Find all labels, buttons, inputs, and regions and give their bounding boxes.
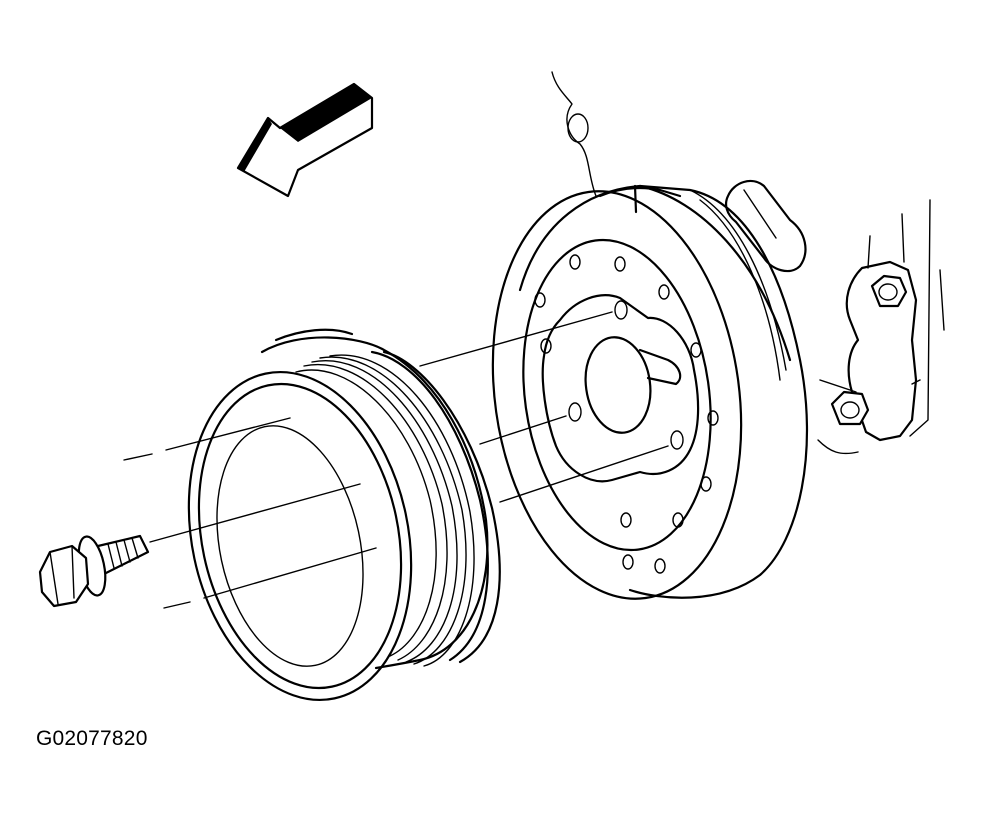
bracket-upper-bolt [870, 274, 908, 308]
bracket-lower-bolt [830, 390, 870, 426]
crankshaft-balancer [491, 184, 809, 600]
pulley-bolt [38, 534, 150, 608]
timing-cover-tab [725, 179, 807, 273]
assembly-lines [123, 311, 669, 609]
figure-id-label: G02077820 [36, 727, 148, 750]
leader-line [551, 71, 597, 197]
direction-arrow-icon [236, 82, 374, 198]
engine-front-bracket [817, 199, 945, 455]
leader-loop [567, 113, 589, 143]
crankshaft-pulley [187, 328, 501, 702]
